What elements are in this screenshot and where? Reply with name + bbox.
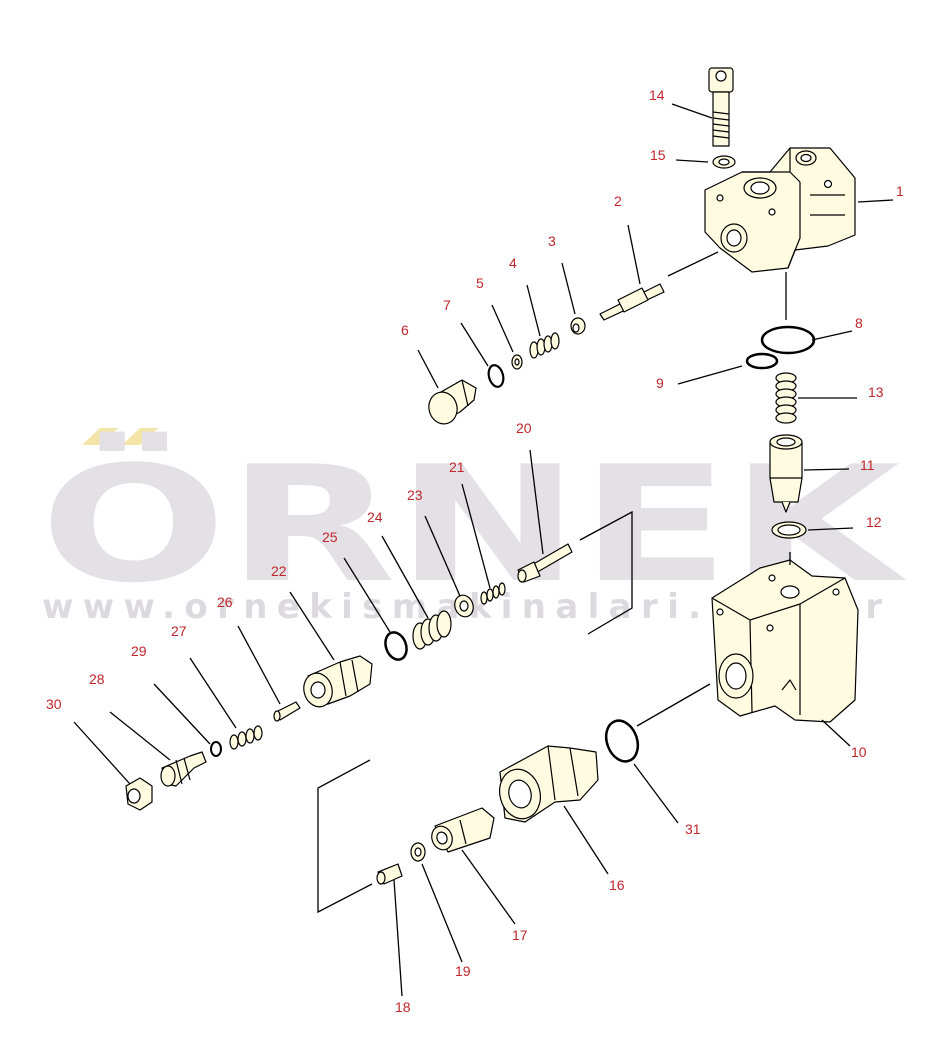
callout-13: 13: [868, 384, 884, 400]
part-4-spring: [529, 332, 560, 359]
part-22-plug: [303, 655, 373, 708]
callout-28: 28: [89, 671, 105, 687]
callout-8: 8: [855, 315, 863, 331]
callout-12: 12: [866, 514, 882, 530]
part-27-spring: [229, 725, 263, 750]
watermark-accent-mark: [122, 428, 158, 445]
callout-30: 30: [46, 696, 62, 712]
callout-19: 19: [455, 963, 471, 979]
part-12-ring: [771, 521, 807, 539]
part-21-spring: [480, 582, 506, 605]
part-9-o-ring: [745, 352, 779, 370]
watermark: ÖRNEK www.ornekismakinalari.com.tr: [40, 428, 907, 627]
part-15-washer: [712, 155, 736, 169]
callout-25: 25: [322, 529, 338, 545]
part-30-nut: [125, 777, 153, 811]
part-14-bolt: [708, 67, 734, 147]
callout-5: 5: [476, 275, 484, 291]
part-19-washer: [410, 842, 426, 862]
part-8-o-ring: [760, 325, 816, 355]
part-10-valve-body: [711, 559, 859, 723]
part-7-o-ring: [487, 364, 505, 388]
part-13-spring: [775, 372, 797, 424]
part-28-screw: [160, 751, 207, 787]
part-6-plug: [428, 379, 477, 425]
callout-15: 15: [650, 147, 666, 163]
callout-29: 29: [131, 643, 147, 659]
callout-2: 2: [614, 193, 622, 209]
callout-27: 27: [171, 623, 187, 639]
watermark-accent-mark: [82, 428, 118, 445]
callout-24: 24: [367, 509, 383, 525]
callout-6: 6: [401, 322, 409, 338]
callout-18: 18: [395, 999, 411, 1015]
part-17-piston: [431, 807, 495, 853]
callout-10: 10: [851, 744, 867, 760]
assembly-lines: [317, 251, 791, 914]
callout-4: 4: [509, 255, 517, 271]
part-20-bolt: [517, 543, 573, 583]
part-11-sleeve: [769, 434, 803, 513]
part-16-nut: [499, 745, 599, 823]
callout-16: 16: [609, 877, 625, 893]
callout-22: 22: [271, 563, 287, 579]
callout-9: 9: [656, 375, 664, 391]
part-31-o-ring: [604, 719, 640, 763]
callout-21: 21: [449, 459, 465, 475]
part-25-o-ring: [384, 631, 408, 661]
callout-3: 3: [548, 233, 556, 249]
part-3-cap: [570, 317, 586, 335]
parts: [125, 67, 859, 885]
callout-labels: 1 2 3 4 5 6 7 8 9 10 11 12 13 14 15 16 1…: [46, 87, 904, 1015]
callout-11: 11: [860, 457, 875, 473]
part-5-washer: [511, 354, 523, 370]
part-29-ring: [210, 741, 222, 757]
callout-7: 7: [443, 297, 451, 313]
callout-26: 26: [217, 594, 233, 610]
leader-lines: [73, 103, 894, 997]
callout-14: 14: [649, 87, 665, 103]
callout-23: 23: [407, 487, 423, 503]
part-1-valve-body: [704, 147, 856, 273]
part-26-pin: [273, 701, 301, 722]
callout-20: 20: [516, 420, 532, 436]
callout-17: 17: [512, 927, 528, 943]
part-24-spring: [412, 610, 452, 650]
callout-31: 31: [685, 821, 701, 837]
callout-1: 1: [896, 183, 904, 199]
part-2-valve-stem: [599, 283, 665, 321]
part-18-pin: [376, 863, 403, 885]
